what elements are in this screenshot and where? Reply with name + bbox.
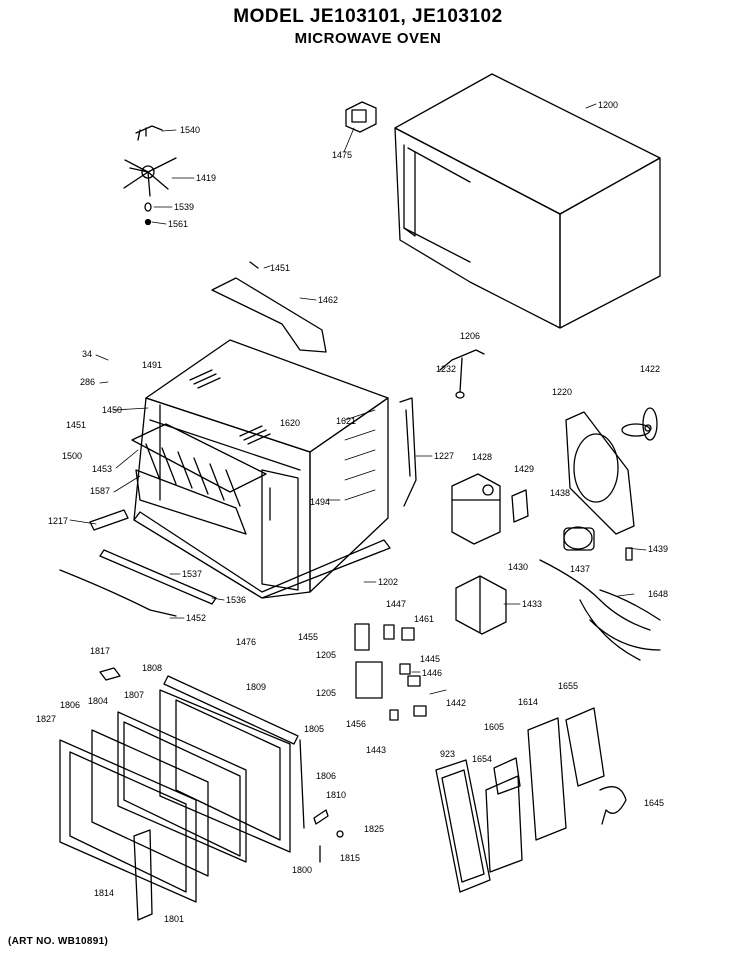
- callout-1814: 1814: [94, 888, 114, 898]
- callout-1452: 1452: [186, 613, 206, 623]
- callout-1815: 1815: [340, 853, 360, 863]
- callout-1442: 1442: [446, 698, 466, 708]
- diagram-title: MODEL JE103101, JE103102: [233, 6, 503, 27]
- art-number: (ART NO. WB10891): [8, 936, 109, 947]
- callout-1445: 1445: [420, 654, 440, 664]
- callout-1645: 1645: [644, 798, 664, 808]
- callout-1806: 1806: [316, 771, 336, 781]
- part-1429: [511, 489, 529, 523]
- cable-1452: [59, 569, 177, 617]
- callout-1443: 1443: [366, 745, 386, 755]
- callout-1808: 1808: [142, 663, 162, 673]
- callout-1451: 1451: [66, 420, 86, 430]
- callout-1476: 1476: [236, 637, 256, 647]
- callout-1447: 1447: [386, 599, 406, 609]
- callout-1202: 1202: [378, 577, 398, 587]
- callout-1800: 1800: [292, 865, 312, 875]
- callout-1462: 1462: [318, 295, 338, 305]
- callout-923: 923: [440, 749, 455, 759]
- control-panel-parts: [435, 707, 627, 893]
- callout-1805: 1805: [304, 724, 324, 734]
- callout-1621: 1621: [336, 416, 356, 426]
- callout-1451-top: 1451: [270, 263, 290, 273]
- outer-case-1200: [394, 73, 661, 329]
- fan-shroud-1220: [565, 411, 635, 535]
- callout-1205-lower: 1205: [316, 688, 336, 698]
- stirrer-parts: [123, 125, 177, 226]
- part-1439: [625, 547, 633, 561]
- oven-cavity: [131, 339, 417, 599]
- callout-1200: 1200: [598, 100, 618, 110]
- callout-1430: 1430: [508, 562, 528, 572]
- part-1232: [455, 391, 465, 399]
- callout-1614: 1614: [518, 697, 538, 707]
- callout-286: 286: [80, 377, 95, 387]
- callout-1475: 1475: [332, 150, 352, 160]
- callout-1217: 1217: [48, 516, 68, 526]
- callout-labels: 1540 1419 1539 1561 1475 1200 1451 1462 …: [36, 100, 668, 924]
- callout-1806-left: 1806: [60, 700, 80, 710]
- callout-1827: 1827: [36, 714, 56, 724]
- waveguide-cover-1462: [211, 261, 327, 353]
- part-1475: [345, 101, 377, 133]
- fan-blade-1422: [621, 407, 658, 441]
- callout-1648: 1648: [648, 589, 668, 599]
- callout-1540: 1540: [180, 125, 200, 135]
- callout-1232: 1232: [436, 364, 456, 374]
- transformer-1433: [455, 575, 507, 635]
- door-assembly: [59, 667, 344, 921]
- callout-1539: 1539: [174, 202, 194, 212]
- callout-1654: 1654: [472, 754, 492, 764]
- callout-1620: 1620: [280, 418, 300, 428]
- callout-1561: 1561: [168, 219, 188, 229]
- callout-1227: 1227: [434, 451, 454, 461]
- callout-1809: 1809: [246, 682, 266, 692]
- callout-1500: 1500: [62, 451, 82, 461]
- callout-1456: 1456: [346, 719, 366, 729]
- callout-1810: 1810: [326, 790, 346, 800]
- callout-1206: 1206: [460, 331, 480, 341]
- callout-1825: 1825: [364, 824, 384, 834]
- callout-1605: 1605: [484, 722, 504, 732]
- callout-1537: 1537: [182, 569, 202, 579]
- callout-1433: 1433: [522, 599, 542, 609]
- magnetron-1428: [451, 473, 501, 545]
- bracket-1217: [89, 509, 129, 531]
- callout-1807: 1807: [124, 690, 144, 700]
- rail-1536: [99, 549, 217, 605]
- callout-34: 34: [82, 349, 92, 359]
- callout-1205: 1205: [316, 650, 336, 660]
- callout-1439: 1439: [648, 544, 668, 554]
- fan-motor-1437: [563, 526, 595, 551]
- callout-1429: 1429: [514, 464, 534, 474]
- part-1206: [439, 349, 485, 393]
- callout-1428: 1428: [472, 452, 492, 462]
- callout-1450: 1450: [102, 405, 122, 415]
- callout-1455: 1455: [298, 632, 318, 642]
- callout-1437: 1437: [570, 564, 590, 574]
- callout-1220: 1220: [552, 387, 572, 397]
- diagram-subtitle: MICROWAVE OVEN: [294, 30, 442, 47]
- callout-1446: 1446: [422, 668, 442, 678]
- callout-1491: 1491: [142, 360, 162, 370]
- wire-harness-1648: [539, 559, 661, 661]
- leader-lines: [69, 103, 647, 695]
- callout-1461: 1461: [414, 614, 434, 624]
- callout-1817: 1817: [90, 646, 110, 656]
- door-switches: [354, 623, 427, 721]
- callout-1494: 1494: [310, 497, 330, 507]
- callout-1438: 1438: [550, 488, 570, 498]
- callout-1536: 1536: [226, 595, 246, 605]
- callout-1655: 1655: [558, 681, 578, 691]
- callout-1422: 1422: [640, 364, 660, 374]
- callout-1587: 1587: [90, 486, 110, 496]
- callout-1453: 1453: [92, 464, 112, 474]
- callout-1801: 1801: [164, 914, 184, 924]
- callout-1419: 1419: [196, 173, 216, 183]
- callout-1804: 1804: [88, 696, 108, 706]
